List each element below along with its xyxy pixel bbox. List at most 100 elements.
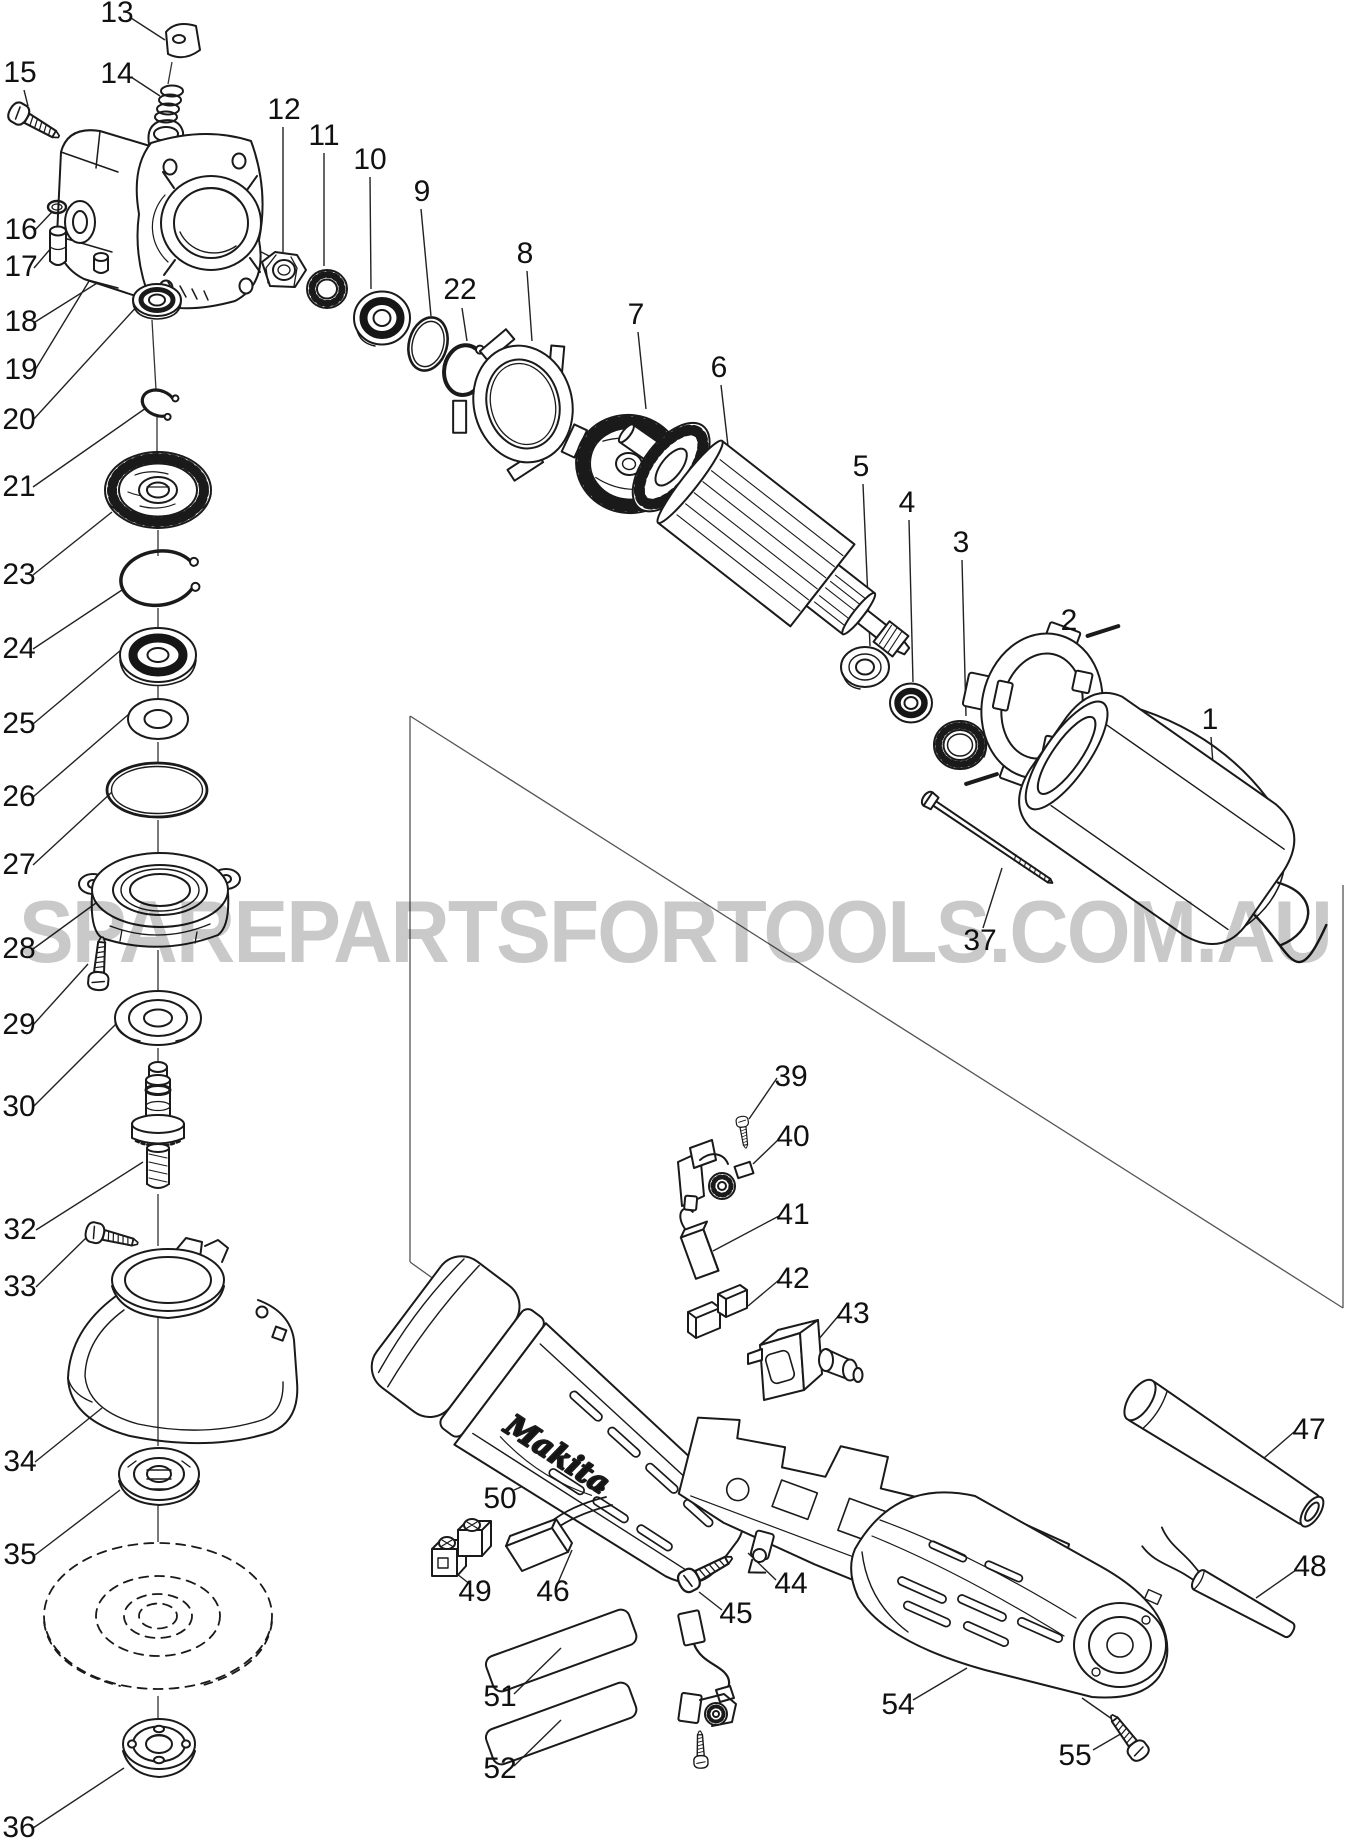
part-label-29: 29 [2, 1008, 35, 1041]
o-ring-27-drawing [105, 761, 209, 819]
brush-caps-42-drawing [687, 1284, 748, 1339]
part-label-22: 22 [443, 273, 476, 306]
ball-bearing-10-drawing [353, 290, 411, 347]
part-label-19: 19 [4, 353, 37, 386]
part-label-6: 6 [711, 351, 728, 384]
part-label-45: 45 [719, 1597, 752, 1630]
part-label-21: 21 [2, 470, 35, 503]
baffle-washer-8-drawing [452, 328, 589, 482]
bearing-box-28-drawing [78, 852, 241, 948]
part-label-50: 50 [483, 1482, 516, 1515]
hex-nut-12-drawing [261, 251, 307, 288]
pin-19-drawing [93, 252, 109, 274]
part-label-47: 47 [1292, 1413, 1325, 1446]
o-ring-9-drawing [407, 316, 449, 372]
label-sticker-52-drawing [484, 1681, 638, 1766]
collar-11-drawing [306, 269, 348, 309]
part-label-27: 27 [2, 848, 35, 881]
part-label-8: 8 [517, 237, 534, 270]
part-label-43: 43 [836, 1297, 869, 1330]
part-label-4: 4 [899, 486, 916, 519]
part-label-28: 28 [2, 932, 35, 965]
part-label-3: 3 [953, 526, 970, 559]
part-label-18: 18 [4, 305, 37, 338]
noise-suppressor-46-drawing [505, 1496, 613, 1572]
spiral-gear-23-drawing [104, 451, 212, 529]
part-label-55: 55 [1058, 1739, 1091, 1772]
part-label-16: 16 [4, 213, 37, 246]
part-label-35: 35 [3, 1538, 36, 1571]
lock-cam-drawing [165, 23, 201, 59]
ball-bearing-4-drawing [889, 682, 933, 724]
part-label-1: 1 [1202, 703, 1219, 736]
name-plate-51-drawing [484, 1608, 638, 1693]
field-stator-1-drawing [1018, 692, 1328, 964]
part-label-26: 26 [2, 780, 35, 813]
watermark-text: SPAREPARTSFORTOOLS.COM.AU [19, 882, 1331, 981]
part-label-30: 30 [2, 1090, 35, 1123]
part-label-42: 42 [776, 1262, 809, 1295]
switch-43-drawing [747, 1319, 864, 1401]
part-label-39: 39 [774, 1060, 807, 1093]
bolt-37-drawing [920, 790, 1054, 884]
part-label-13: 13 [100, 0, 133, 29]
lock-nut-36-drawing [122, 1718, 196, 1778]
grinding-wheel-drawing [43, 1542, 273, 1690]
cord-guard-48-drawing [1141, 1526, 1296, 1639]
part-label-46: 46 [536, 1575, 569, 1608]
o-ring-16-drawing [46, 199, 68, 215]
spindle-32-drawing [131, 1061, 185, 1189]
part-label-7: 7 [628, 298, 645, 331]
part-label-14: 14 [100, 57, 133, 90]
part-label-33: 33 [3, 1270, 36, 1303]
part-label-34: 34 [3, 1445, 36, 1478]
gear-housing-drawing [56, 119, 264, 310]
holder-clip-44-drawing [747, 1529, 775, 1574]
assembly-frame-lines [409, 715, 1344, 1309]
part-label-20: 20 [2, 403, 35, 436]
part-label-17: 17 [4, 250, 37, 283]
carbon-brush-41-drawing [679, 1194, 720, 1280]
part-label-5: 5 [853, 450, 870, 483]
part-label-9: 9 [414, 175, 431, 208]
armature-6-drawing [617, 421, 911, 658]
part-label-52: 52 [483, 1752, 516, 1785]
dust-seal-30-drawing [114, 990, 202, 1046]
rear-cover-54-drawing [850, 1491, 1169, 1699]
spring-drawing [154, 84, 184, 124]
part-label-12: 12 [267, 93, 300, 126]
part-label-32: 32 [3, 1213, 36, 1246]
flat-washer-26-drawing [127, 698, 189, 740]
bearing-20-drawing [132, 283, 182, 320]
brush-holder-40-drawing [677, 1139, 755, 1207]
part-label-11: 11 [308, 119, 339, 152]
part-label-51: 51 [483, 1680, 516, 1713]
part-label-37: 37 [963, 924, 996, 957]
part-label-41: 41 [776, 1198, 809, 1231]
flinger-washer-5-drawing [840, 646, 890, 690]
part-label-54: 54 [881, 1688, 914, 1721]
part-label-25: 25 [2, 707, 35, 740]
sleeve-bearing-3-drawing [933, 720, 988, 770]
part-label-36: 36 [2, 1811, 35, 1841]
lock-ring-24-drawing [119, 549, 201, 608]
part-label-15: 15 [3, 56, 36, 89]
axis-lines [151, 61, 173, 1718]
side-handle-47-drawing [1123, 1378, 1325, 1528]
pin-17-drawing [49, 225, 67, 266]
part-label-49: 49 [458, 1575, 491, 1608]
part-label-40: 40 [776, 1120, 809, 1153]
lead-wire-brush-set-drawing [677, 1609, 737, 1727]
inner-flange-35-drawing [118, 1447, 200, 1506]
part-label-23: 23 [2, 558, 35, 591]
part-label-2: 2 [1061, 604, 1078, 637]
part-label-48: 48 [1293, 1550, 1326, 1583]
ball-bearing-25-drawing [119, 627, 197, 687]
circlip-21-drawing [140, 388, 180, 421]
terminal-block-49-drawing [431, 1518, 492, 1577]
part-label-24: 24 [2, 632, 35, 665]
wheel-guard-34-drawing [67, 1237, 299, 1445]
